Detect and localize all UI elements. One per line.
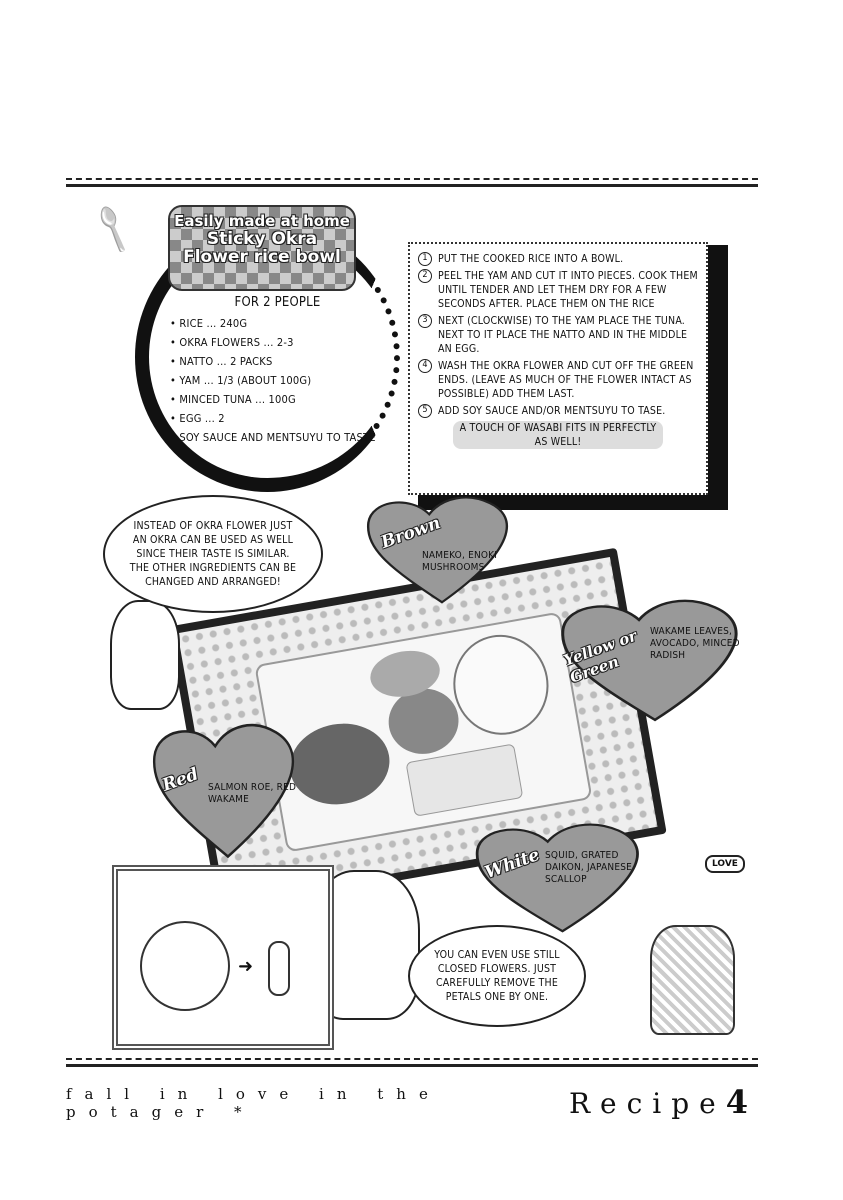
step: 1 Put the cooked rice into a bowl.	[418, 252, 698, 266]
heart-icon	[153, 723, 295, 859]
step: 5 Add soy sauce and/or mentsuyu to tase.	[418, 404, 698, 418]
yam	[405, 743, 524, 817]
heart-icon	[561, 599, 738, 722]
wasabi-tip: A touch of wasabi fits in perfectly as w…	[453, 421, 663, 449]
chef-character-left	[110, 600, 180, 710]
series-title: fall in love in the potager *	[66, 1085, 441, 1121]
tip-speech-bubble-bottom: You can even use still closed flowers. J…	[408, 925, 586, 1027]
ingredient: Egg ... 2	[170, 411, 385, 426]
bottom-solid-rule	[66, 1064, 758, 1067]
flower-drawing	[140, 921, 230, 1011]
heart-brown: Brown Nameko, Enoki mushrooms	[362, 495, 522, 605]
okra-flower	[445, 627, 557, 743]
step-text: Add soy sauce and/or mentsuyu to tase.	[438, 405, 666, 417]
heart-text: Wakame leaves, avocado, minced radish	[650, 626, 740, 661]
ingredient: Soy sauce and mentsuyu to taste	[170, 430, 385, 445]
banner-subtitle: Easily made at home	[174, 212, 350, 230]
basket-and-chair-decoration	[650, 925, 735, 1035]
ingredient: Yam ... 1/3 (about 100g)	[170, 373, 385, 388]
step-number: 3	[418, 314, 432, 328]
heart-icon	[367, 496, 509, 604]
heart-icon	[475, 823, 639, 933]
ingredient: Rice ... 240g	[170, 316, 385, 331]
step: 4 Wash the okra flower and cut off the gr…	[418, 359, 698, 401]
love-sign: LOVE	[705, 855, 745, 873]
step-text: Next (clockwise) to the yam place the tu…	[438, 315, 688, 355]
ingredient: Minced tuna ... 100g	[170, 392, 385, 407]
top-solid-rule	[66, 184, 758, 187]
heart-yellow-green: Yellow or Green Wakame leaves, avocado, …	[555, 598, 755, 723]
banner-title-line2: Flower rice bowl	[183, 247, 341, 267]
step-text: Peel the yam and cut it into pieces. Coo…	[438, 270, 698, 310]
arrow-icon: ➜	[238, 956, 254, 977]
banner-title-line1: Sticky Okra	[206, 229, 318, 249]
heart-white: White Squid, grated daikon, Japanese sca…	[470, 822, 655, 934]
footer: fall in love in the potager * Recipe4	[66, 1083, 758, 1121]
step-text: Wash the okra flower and cut off the gre…	[438, 360, 694, 400]
ingredients-list: For 2 people Rice ... 240g Okra flowers …	[170, 295, 385, 449]
recipe-label: Recipe	[568, 1087, 726, 1120]
okra-end-drawing	[268, 941, 290, 996]
top-dashed-rule	[66, 178, 758, 180]
step: 2 Peel the yam and cut it into pieces. Co…	[418, 269, 698, 311]
recipe-title-banner: Easily made at home Sticky Okra Flower r…	[168, 205, 356, 291]
heart-text: Squid, grated daikon, Japanese scallop	[545, 850, 633, 885]
step-number: 5	[418, 404, 432, 418]
step: 3 Next (clockwise) to the yam place the t…	[418, 314, 698, 356]
step-number: 4	[418, 359, 432, 373]
recipe-number: 4	[725, 1083, 758, 1121]
step-number: 1	[418, 252, 432, 266]
heart-text: Salmon roe, red wakame	[208, 782, 297, 805]
steps-box: 1 Put the cooked rice into a bowl. 2 Peel …	[408, 242, 708, 495]
heart-red: Red Salmon roe, red wakame	[148, 722, 308, 860]
bottom-dashed-rule	[66, 1058, 758, 1060]
heart-text: Nameko, Enoki mushrooms	[422, 550, 498, 573]
step-text: Put the cooked rice into a bowl.	[438, 253, 624, 265]
tip-speech-bubble-top: Instead of okra flower just an okra can …	[103, 495, 323, 613]
step-number: 2	[418, 269, 432, 283]
ingredient: Natto ... 2 packs	[170, 354, 385, 369]
okra-flower-diagram: ➜	[112, 865, 334, 1050]
servings: For 2 people	[234, 295, 321, 310]
ingredient: Okra flowers ... 2-3	[170, 335, 385, 350]
knife-spoon-icon: 🥄	[86, 203, 140, 257]
